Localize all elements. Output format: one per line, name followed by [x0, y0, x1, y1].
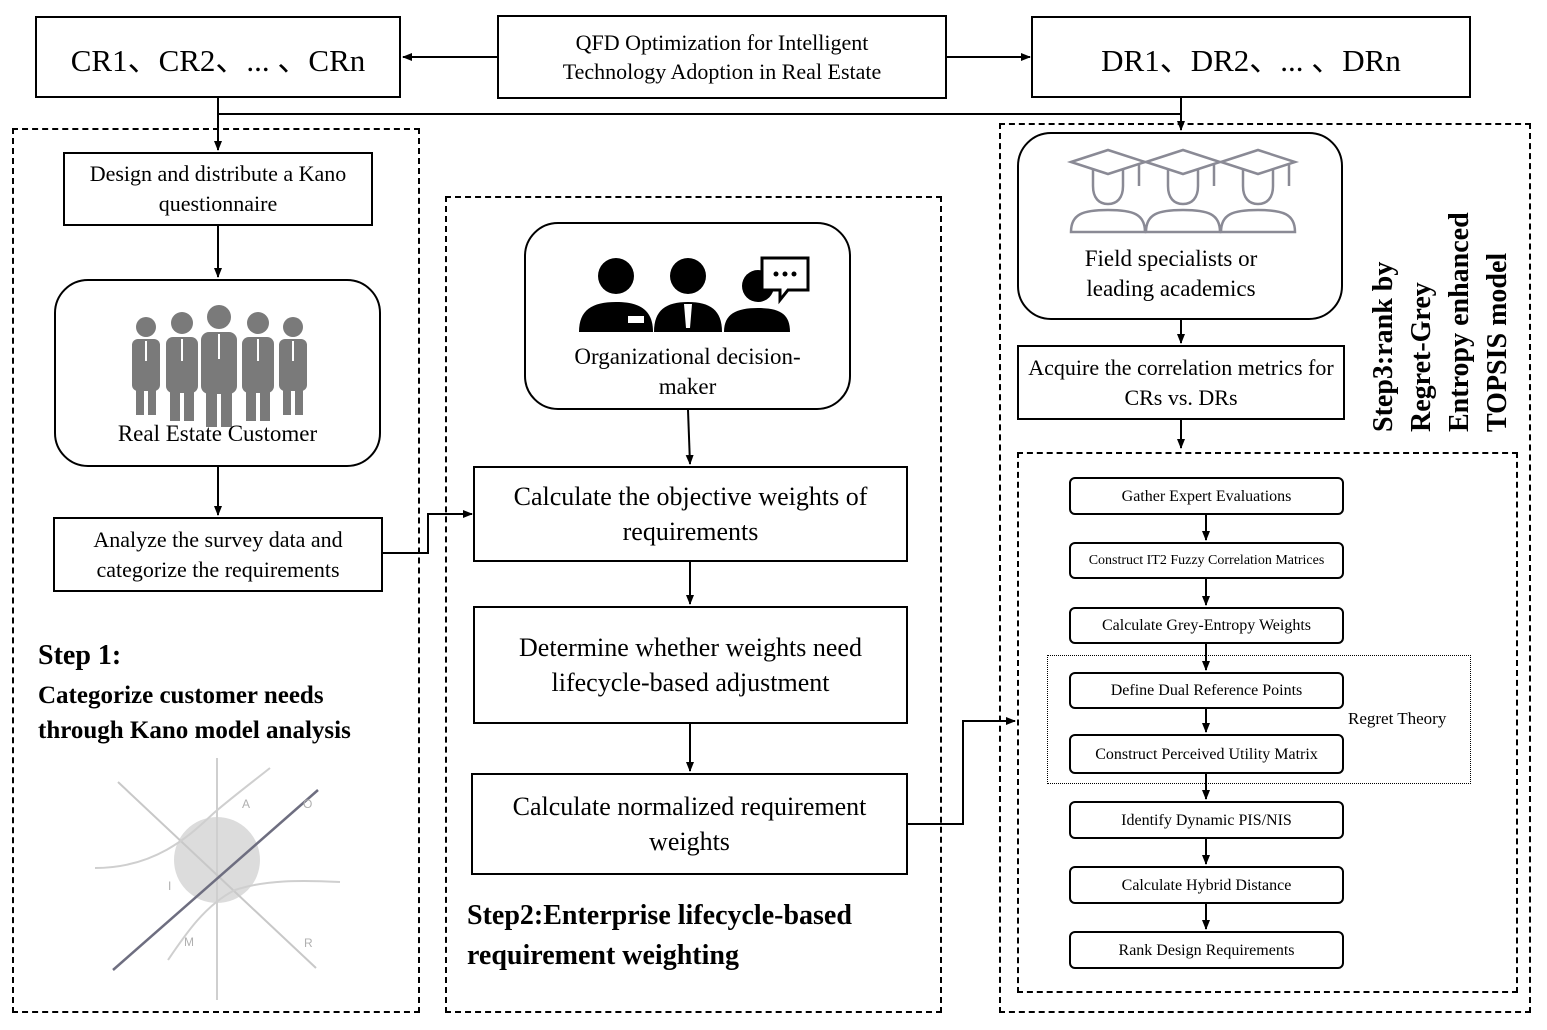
specialists-box: Field specialists or leading academics: [1017, 132, 1343, 320]
specialists-icon: [1066, 148, 1300, 234]
construct-it2-step: Construct IT2 Fuzzy Correlation Matrices: [1069, 542, 1344, 579]
lifecycle-adjustment-box: Determine whether weights need lifecycle…: [473, 606, 908, 724]
step-label: Define Dual Reference Points: [1110, 682, 1303, 699]
lifecycle-adjustment-text: Determine whether weights need lifecycle…: [519, 633, 862, 697]
customer-box: Real Estate Customer: [54, 279, 381, 467]
design-questionnaire-box: Design and distribute a Kano questionnai…: [63, 152, 373, 226]
topsis-region: [1017, 452, 1518, 993]
qfd-title: QFD Optimization for Intelligent Technol…: [562, 30, 882, 84]
cr-label: CR1、CR2、... 、CRn: [70, 42, 366, 78]
step1-title: Step 1:: [38, 640, 122, 671]
customers-icon: [132, 305, 307, 427]
step-label: Construct Perceived Utility Matrix: [1095, 745, 1318, 763]
regret-theory-label: Regret Theory: [1348, 709, 1447, 728]
step-label: Calculate Grey-Entropy Weights: [1101, 617, 1312, 634]
dynamic-pis-nis-step: Identify Dynamic PIS/NIS: [1069, 801, 1344, 839]
grey-entropy-step: Calculate Grey-Entropy Weights: [1069, 607, 1344, 644]
customer-label: Real Estate Customer: [117, 421, 318, 446]
step2-region: [445, 196, 942, 1013]
specialists-label: Field specialists or leading academics: [1084, 246, 1258, 301]
design-questionnaire-text: Design and distribute a Kano questionnai…: [89, 161, 347, 216]
decision-makers-icon: [579, 256, 810, 332]
step2-title: Step2:Enterprise lifecycle-based require…: [467, 900, 852, 971]
normalized-weights-text: Calculate normalized requirement weights: [512, 792, 867, 856]
dr-label: DR1、DR2、... 、DRn: [1101, 42, 1401, 78]
objective-weights-box: Calculate the objective weights of requi…: [473, 466, 908, 562]
kano-label-a: A: [242, 797, 250, 811]
step3-title-line-2: Regret-Grey: [1406, 282, 1437, 432]
normalized-weights-box: Calculate normalized requirement weights: [471, 773, 908, 875]
step3-title-line-3: Entropy enhanced: [1444, 212, 1475, 432]
step1-subtitle: Categorize customer needs through Kano m…: [38, 682, 351, 744]
kano-label-m: M: [184, 935, 194, 949]
rank-requirements-step: Rank Design Requirements: [1069, 931, 1344, 969]
regret-theory-region: [1047, 655, 1471, 784]
kano-label-o: O: [303, 797, 312, 811]
objective-weights-text: Calculate the objective weights of requi…: [513, 482, 868, 546]
cr-box: CR1、CR2、... 、CRn: [35, 16, 401, 98]
kano-label-r: R: [304, 936, 313, 950]
step-label: Identify Dynamic PIS/NIS: [1121, 811, 1292, 829]
step3-title-line-1: Step3:rank by: [1368, 261, 1399, 432]
qfd-title-box: QFD Optimization for Intelligent Technol…: [497, 15, 947, 99]
acquire-correlation-text: Acquire the correlation metrics for CRs …: [1028, 354, 1334, 410]
analyze-survey-box: Analyze the survey data and categorize t…: [53, 517, 383, 592]
step-label: Rank Design Requirements: [1118, 941, 1295, 959]
step-label: Calculate Hybrid Distance: [1121, 876, 1292, 894]
acquire-correlation-box: Acquire the correlation metrics for CRs …: [1017, 345, 1345, 420]
step-label: Gather Expert Evaluations: [1121, 487, 1292, 505]
dr-box: DR1、DR2、... 、DRn: [1031, 16, 1471, 98]
analyze-survey-text: Analyze the survey data and categorize t…: [93, 526, 343, 582]
perceived-utility-step: Construct Perceived Utility Matrix: [1069, 734, 1344, 774]
step1-region: [12, 128, 420, 1013]
kano-label-i: I: [168, 879, 171, 893]
step-label: Construct IT2 Fuzzy Correlation Matrices: [1088, 553, 1325, 568]
hybrid-distance-step: Calculate Hybrid Distance: [1069, 866, 1344, 904]
step3-title-line-4: TOPSIS model: [1482, 252, 1513, 432]
dual-reference-step: Define Dual Reference Points: [1069, 672, 1344, 709]
decision-maker-label: Organizational decision-maker: [574, 344, 801, 399]
decision-maker-box: Organizational decision-maker: [524, 222, 851, 410]
step3-region: [999, 123, 1531, 1013]
gather-evaluations-step: Gather Expert Evaluations: [1069, 477, 1344, 515]
